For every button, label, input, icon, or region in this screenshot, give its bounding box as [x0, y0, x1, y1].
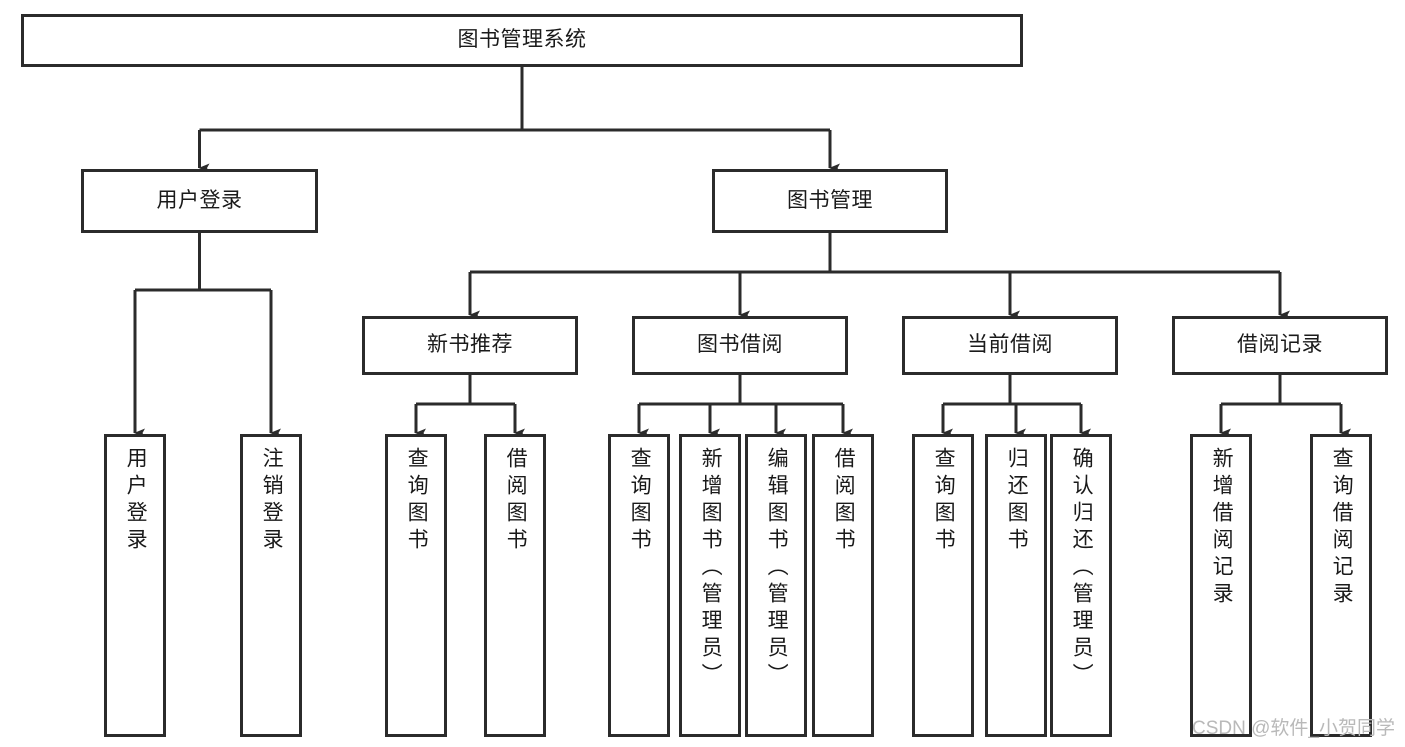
node-label: 归还图书 — [1005, 447, 1029, 555]
node-label: 借阅图书 — [504, 447, 528, 555]
node-leaf-user-login[interactable]: 用户登录 — [104, 434, 166, 737]
node-leaf-edit-book-admin[interactable]: 编辑图书（管理员） — [745, 434, 807, 737]
watermark-text: CSDN @软件_小贺同学 — [1192, 718, 1395, 739]
node-leaf-query-book-current[interactable]: 查询图书 — [912, 434, 974, 737]
node-root[interactable]: 图书管理系统 — [21, 14, 1023, 67]
node-current-borrow[interactable]: 当前借阅 — [902, 316, 1118, 375]
node-leaf-borrow-book[interactable]: 借阅图书 — [812, 434, 874, 737]
node-label: 借阅图书 — [832, 447, 856, 555]
node-label: 新书推荐 — [427, 333, 513, 357]
node-label: 注销登录 — [260, 447, 284, 555]
node-leaf-query-book-borrow[interactable]: 查询图书 — [608, 434, 670, 737]
node-label: 查询图书 — [932, 447, 956, 555]
node-label: 图书管理系统 — [457, 28, 587, 52]
node-leaf-add-borrow-record[interactable]: 新增借阅记录 — [1190, 434, 1252, 737]
node-label: 新增图书（管理员） — [699, 447, 723, 690]
node-user-login[interactable]: 用户登录 — [81, 169, 318, 233]
node-leaf-return-book[interactable]: 归还图书 — [985, 434, 1047, 737]
node-label: 查询图书 — [405, 447, 429, 555]
node-new-book-recommend[interactable]: 新书推荐 — [362, 316, 578, 375]
node-label: 新增借阅记录 — [1210, 447, 1234, 609]
node-leaf-add-book-admin[interactable]: 新增图书（管理员） — [679, 434, 741, 737]
node-book-borrow[interactable]: 图书借阅 — [632, 316, 848, 375]
node-label: 查询图书 — [628, 447, 652, 555]
node-label: 确认归还（管理员） — [1070, 447, 1094, 690]
node-label: 用户登录 — [156, 188, 243, 212]
node-label: 图书借阅 — [697, 333, 783, 357]
node-label: 编辑图书（管理员） — [765, 447, 789, 690]
node-leaf-query-book-rec[interactable]: 查询图书 — [385, 434, 447, 737]
node-label: 用户登录 — [124, 447, 148, 555]
node-leaf-user-logout[interactable]: 注销登录 — [240, 434, 302, 737]
node-book-manage[interactable]: 图书管理 — [712, 169, 948, 233]
node-leaf-query-borrow-record[interactable]: 查询借阅记录 — [1310, 434, 1372, 737]
node-leaf-confirm-return-admin[interactable]: 确认归还（管理员） — [1050, 434, 1112, 737]
node-label: 图书管理 — [787, 188, 873, 212]
node-leaf-borrow-book-rec[interactable]: 借阅图书 — [484, 434, 546, 737]
node-borrow-record[interactable]: 借阅记录 — [1172, 316, 1388, 375]
node-label: 查询借阅记录 — [1330, 447, 1354, 609]
node-label: 当前借阅 — [967, 333, 1053, 357]
node-label: 借阅记录 — [1237, 333, 1323, 357]
